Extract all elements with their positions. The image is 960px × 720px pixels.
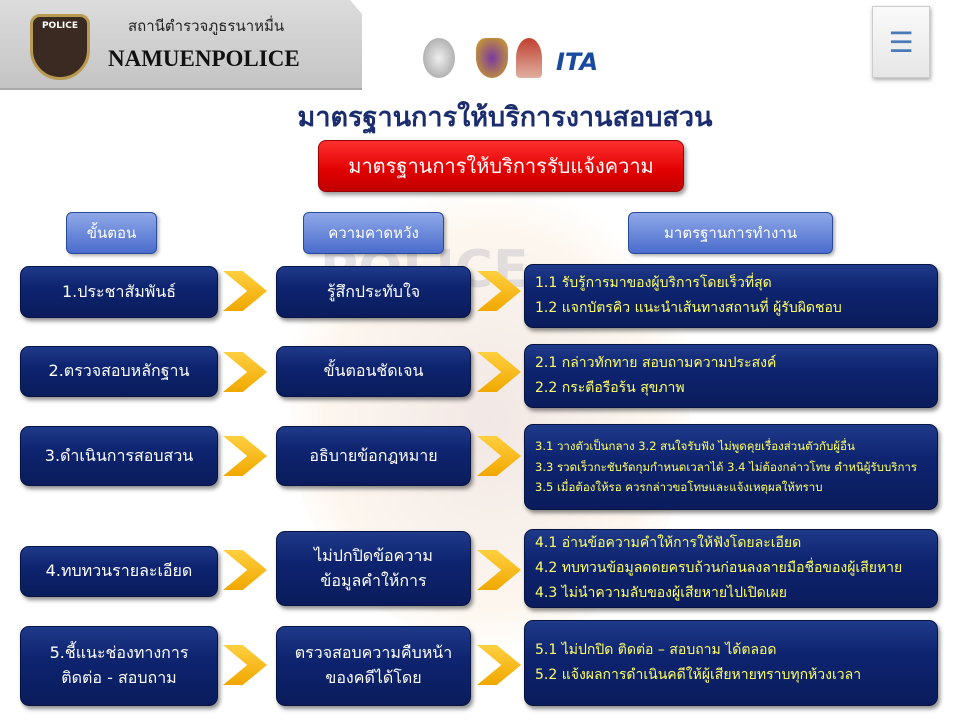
brand-name: NAMUENPOLICE: [108, 46, 300, 71]
column-header-standard: มาตรฐานการทำงาน: [628, 212, 833, 254]
expectation-box: ตรวจสอบความคืบหน้าของคดีได้โดย: [276, 626, 471, 706]
standard-box: 2.1 กล่าวทักทาย สอบถามความประสงค์ 2.2 กระ…: [524, 344, 938, 408]
step-box: 3.ดำเนินการสอบสวน: [20, 426, 218, 486]
expectation-label: ข้อมูลคำให้การ: [320, 570, 427, 590]
expectation-box: รู้สึกประทับใจ: [276, 266, 471, 318]
expectation-label: ขั้นตอนชัดเจน: [323, 361, 424, 381]
standard-box: 3.1 วางตัวเป็นกลาง 3.2 สนใจรับฟัง ไม่พูด…: [524, 424, 938, 510]
standard-item: 4.3 ไม่นำความลับของผู้เสียหายไปเปิดเผย: [535, 585, 787, 602]
standard-item: 2.2 กระตือรือร้น สุขภาพ: [535, 380, 685, 396]
step-box: 5.ชี้แนะช่องทางการติดต่อ - สอบถาม: [20, 626, 218, 706]
step-label: 1.ประชาสัมพันธ์: [61, 281, 176, 301]
expectation-label: อธิบายข้อกฎหมาย: [309, 445, 438, 465]
standard-item: 4.2 ทบทวนข้อมูลดดยครบถ้วนก่อนลงลายมือชื่…: [535, 559, 903, 576]
chevron-right-icon: [223, 271, 267, 311]
expectation-label: รู้สึกประทับใจ: [326, 281, 421, 301]
step-box: 1.ประชาสัมพันธ์: [20, 266, 218, 318]
page-title: มาตรฐานการให้บริการงานสอบสวน: [297, 102, 713, 133]
emblem-logo-3: [516, 38, 542, 78]
standard-item: 5.1 ไม่ปกปิด ติดต่อ – สอบถาม ได้ตลอด: [535, 641, 777, 658]
step-label: ติดต่อ - สอบถาม: [61, 668, 177, 687]
step-box: 2.ตรวจสอบหลักฐาน: [20, 346, 218, 397]
standard-item: 3.1 วางตัวเป็นกลาง 3.2 สนใจรับฟัง ไม่พูด…: [535, 438, 855, 453]
chevron-right-icon: [223, 550, 267, 590]
badge-text: POLICE: [41, 21, 79, 31]
chevron-right-icon: [223, 352, 267, 392]
expectation-label: ตรวจสอบความคืบหน้า: [294, 643, 453, 663]
step-label: 2.ตรวจสอบหลักฐาน: [48, 361, 190, 381]
step-box: 4.ทบทวนรายละเอียด: [20, 546, 218, 597]
emblem-logo-2: [476, 38, 508, 78]
expectation-label: ไม่ปกปิดข้อความ: [314, 545, 433, 565]
expectation-box: ขั้นตอนชัดเจน: [276, 346, 471, 397]
standard-box: 1.1 รับรู้การมาของผู้บริการโดยเร็วที่สุด…: [524, 264, 938, 328]
standard-item: 4.1 อ่านข้อความคำให้การให้ฟังโดยละเอียด: [535, 534, 802, 551]
standard-item: 2.1 กล่าวทักทาย สอบถามความประสงค์: [535, 354, 777, 371]
expectation-box: อธิบายข้อกฎหมาย: [276, 426, 471, 486]
ita-logo: ITA: [556, 48, 599, 76]
chevron-right-icon: [223, 436, 267, 476]
chevron-right-icon: [223, 645, 267, 685]
standard-item: 1.2 แจกบัตรคิว แนะนำเส้นทางสถานที่ ผู้รั…: [535, 300, 842, 316]
standard-item: 3.5 เมื่อต้องให้รอ ควรกล่าวขอโทษและแจ้งเ…: [535, 480, 823, 495]
emblem-logo-1: [423, 38, 455, 78]
step-label: 4.ทบทวนรายละเอียด: [45, 561, 193, 581]
service-standard-button[interactable]: มาตรฐานการให้บริการรับแจ้งความ: [318, 140, 684, 192]
standard-box: 5.1 ไม่ปกปิด ติดต่อ – สอบถาม ได้ตลอด 5.2 …: [524, 620, 938, 706]
column-header-step: ขั้นตอน: [66, 212, 157, 254]
standard-item: 3.3 รวดเร็วกะชับรัดกุมกำหนดเวลาได้ 3.4 ไ…: [535, 459, 918, 474]
column-header-expectation: ความคาดหวัง: [303, 212, 444, 254]
standard-item: 5.2 แจ้งผลการดำเนินคดีให้ผู้เสียหายทราบท…: [535, 667, 862, 683]
station-name: สถานีตำรวจภูธรนาหมื่น: [128, 17, 285, 35]
standard-box: 4.1 อ่านข้อความคำให้การให้ฟังโดยละเอียด 4…: [524, 529, 938, 608]
police-badge-logo: POLICE: [30, 14, 90, 80]
expectation-box: ไม่ปกปิดข้อความข้อมูลคำให้การ: [276, 531, 471, 606]
expectation-label: ของคดีได้โดย: [325, 668, 422, 687]
step-label: 3.ดำเนินการสอบสวน: [44, 445, 194, 465]
document-icon[interactable]: ☰: [872, 6, 930, 78]
step-label: 5.ชี้แนะช่องทางการ: [49, 643, 189, 663]
standard-item: 1.1 รับรู้การมาของผู้บริการโดยเร็วที่สุด: [535, 274, 772, 291]
chevron-right-icon: [477, 645, 521, 685]
